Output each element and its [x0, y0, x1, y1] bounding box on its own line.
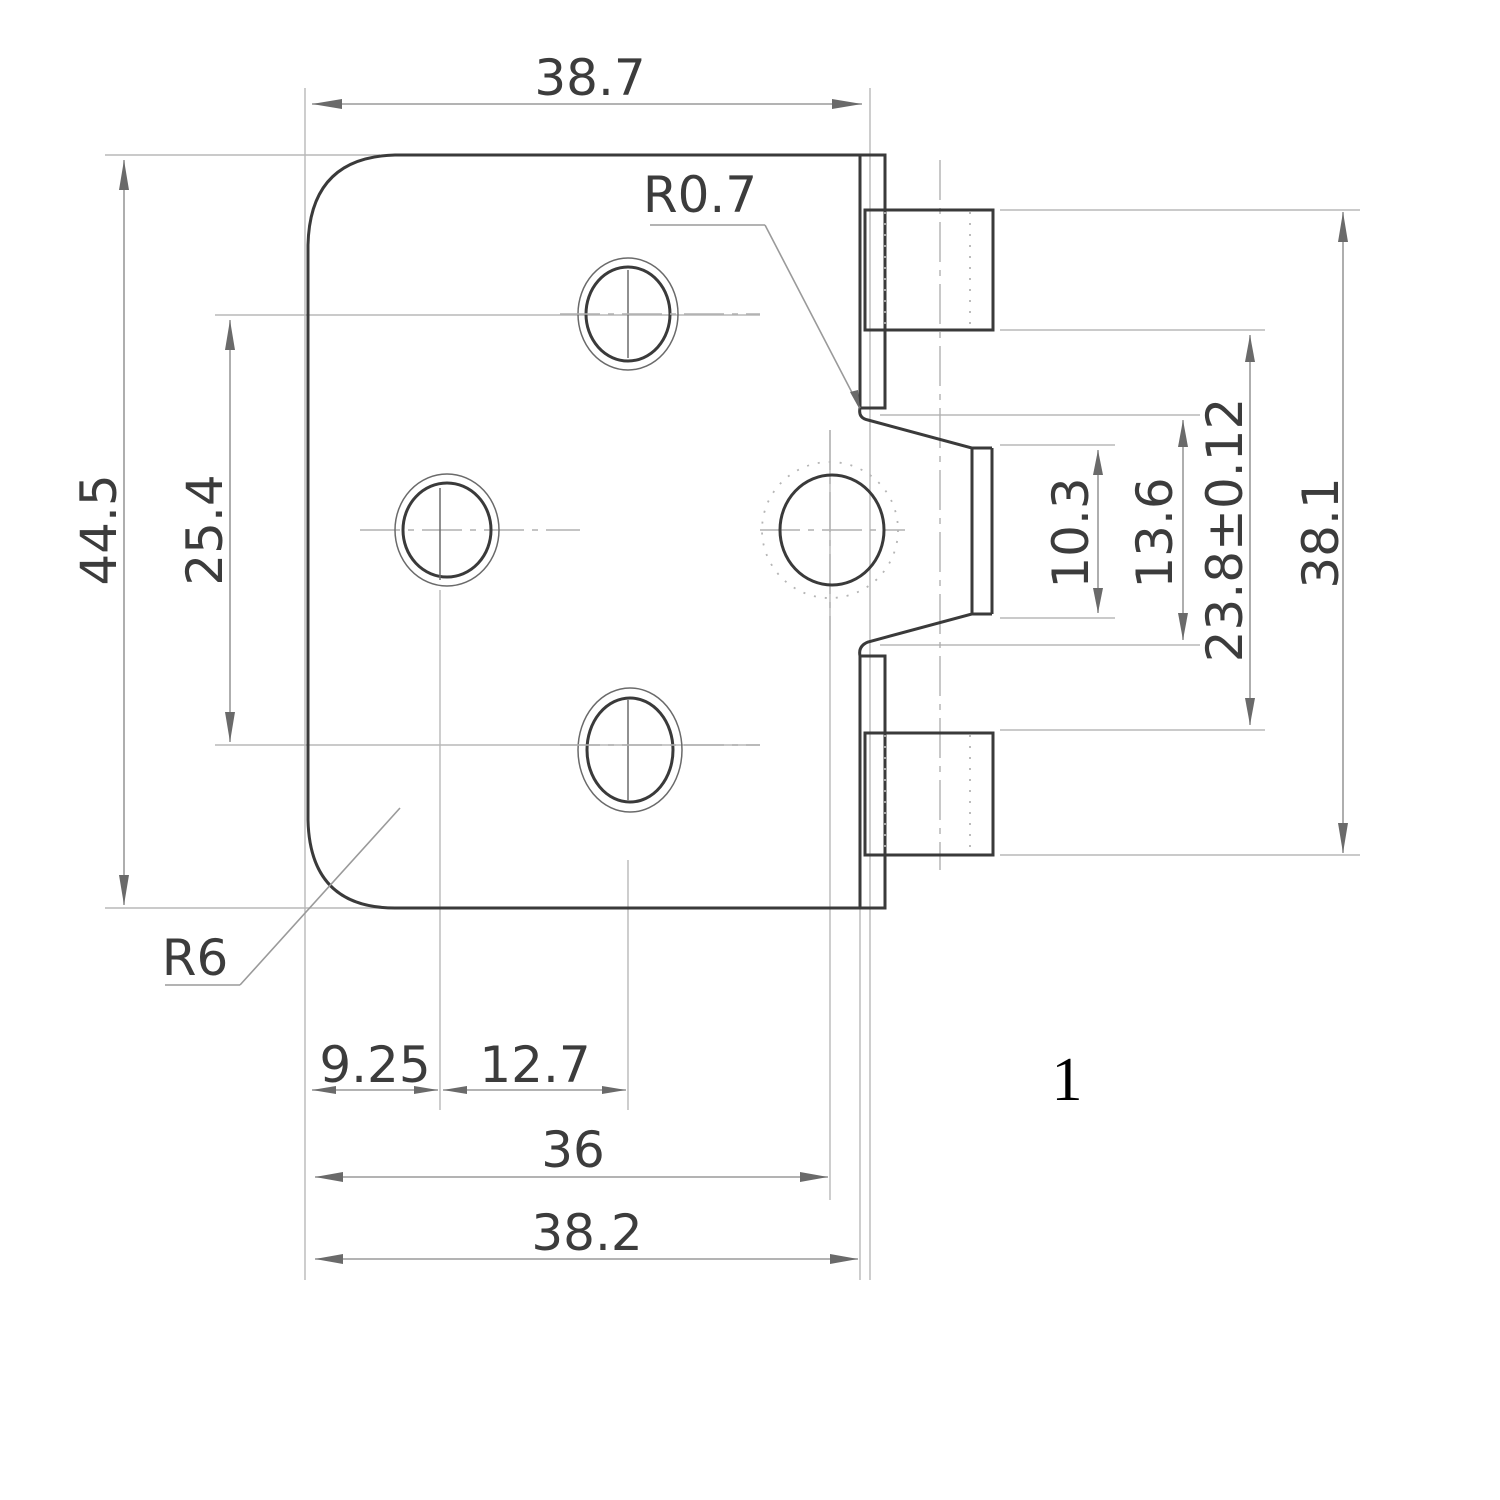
plate-outline — [306, 153, 994, 910]
dim-hole-offset-center: 12.7 — [479, 1036, 590, 1094]
tab-bottom — [863, 731, 995, 857]
center-lines — [360, 160, 941, 870]
extension-lines — [105, 88, 1360, 1280]
dimension-lines — [119, 99, 1348, 1264]
hole-bottom — [560, 687, 760, 813]
dim-tab-inner-span: 23.8±0.12 — [1196, 398, 1254, 663]
dim-overall-width: 38.2 — [531, 1204, 642, 1262]
leader-lines — [165, 224, 861, 986]
dim-slot-opening: 13.6 — [1126, 477, 1184, 588]
dim-body-width: 36 — [541, 1121, 605, 1179]
hole-top — [560, 257, 760, 371]
hole-right — [761, 461, 899, 599]
dim-corner-large-radius: R6 — [162, 929, 229, 987]
tab-top — [863, 208, 995, 332]
dim-hole-spacing-vertical: 25.4 — [176, 474, 234, 585]
dim-corner-small-radius: R0.7 — [643, 166, 757, 224]
dim-overall-height: 44.5 — [70, 474, 128, 585]
dim-slot-inner-width: 10.3 — [1042, 477, 1100, 588]
dimension-labels: 38.7 R0.7 R6 9.25 12.7 36 38.2 44.5 25.4… — [70, 49, 1350, 1262]
dim-tab-outer-span: 38.1 — [1292, 477, 1350, 588]
hole-left — [394, 473, 500, 587]
dim-hole-offset-left: 9.25 — [319, 1036, 430, 1094]
dim-top-width: 38.7 — [534, 49, 645, 107]
figure-number: 1 — [1052, 1046, 1083, 1114]
